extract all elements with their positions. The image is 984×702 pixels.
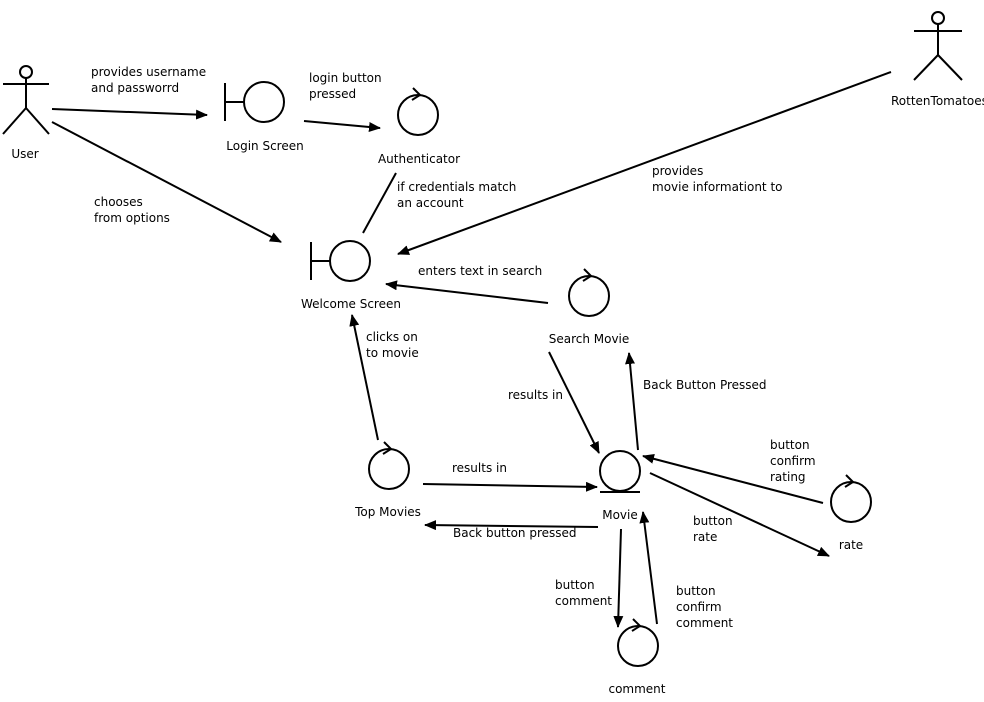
label-user-login: provides username and passworrd <box>91 65 210 95</box>
arrow-movie-to-topmovies <box>424 520 599 531</box>
arrow-search-to-movie <box>548 351 600 454</box>
arrow-topmovies-to-movie <box>422 481 598 492</box>
arrow-search-to-welcome <box>385 280 549 304</box>
arrow-movie-to-rate <box>649 472 830 557</box>
label-movie-rate: button rate <box>693 514 736 544</box>
welcome-screen-boundary <box>310 240 371 282</box>
label-topmovies-movie: results in <box>452 461 507 475</box>
label-login-authenticator: login button pressed <box>309 71 385 101</box>
label-movie-topmovies: Back button pressed <box>453 526 577 540</box>
movie-label: Movie <box>602 508 638 522</box>
arrow-login-to-authenticator <box>303 120 381 132</box>
arrow-rate-to-movie <box>642 453 824 504</box>
arrow-comment-to-movie <box>639 511 658 625</box>
search-movie-control <box>568 268 610 317</box>
arrow-topmovies-to-welcome <box>349 314 379 441</box>
label-rottentomatoes-welcome: provides movie informationt to <box>652 164 783 194</box>
arrow-user-to-welcome <box>51 121 282 243</box>
label-movie-search: Back Button Pressed <box>643 378 767 392</box>
label-authenticator-welcome: if credentials match an account <box>397 180 520 210</box>
comment-label: comment <box>608 682 665 696</box>
rottentomatoes-actor <box>913 11 963 81</box>
label-comment-movie: button confirm comment <box>676 584 733 630</box>
arrow-user-to-login <box>51 108 208 120</box>
label-user-welcome: chooses from options <box>94 195 170 225</box>
search-movie-label: Search Movie <box>549 332 630 346</box>
movie-entity <box>599 450 641 493</box>
rottentomatoes-actor-label: RottenTomatoes <box>891 94 984 108</box>
authenticator-label: Authenticator <box>378 152 460 166</box>
user-actor-label: User <box>11 147 38 161</box>
comment-control <box>617 618 659 667</box>
arrow-movie-to-comment <box>613 528 624 628</box>
login-screen-boundary <box>224 81 285 123</box>
label-topmovies-welcome: clicks on to movie <box>366 330 422 360</box>
arrow-movie-to-search <box>625 352 639 451</box>
label-search-movie: results in <box>508 388 563 402</box>
rate-label: rate <box>839 538 863 552</box>
authenticator-control <box>397 87 439 136</box>
top-movies-label: Top Movies <box>354 505 421 519</box>
top-movies-control <box>368 441 410 490</box>
link-authenticator-welcome <box>362 172 397 234</box>
user-actor <box>2 65 50 135</box>
rate-control <box>830 474 872 523</box>
login-screen-label: Login Screen <box>226 139 303 153</box>
label-search-welcome: enters text in search <box>418 264 542 278</box>
welcome-screen-label: Welcome Screen <box>301 297 401 311</box>
label-rate-movie: button confirm rating <box>770 438 819 484</box>
label-movie-comment: button comment <box>555 578 612 608</box>
arrow-rottentomatoes-to-welcome <box>397 71 892 255</box>
